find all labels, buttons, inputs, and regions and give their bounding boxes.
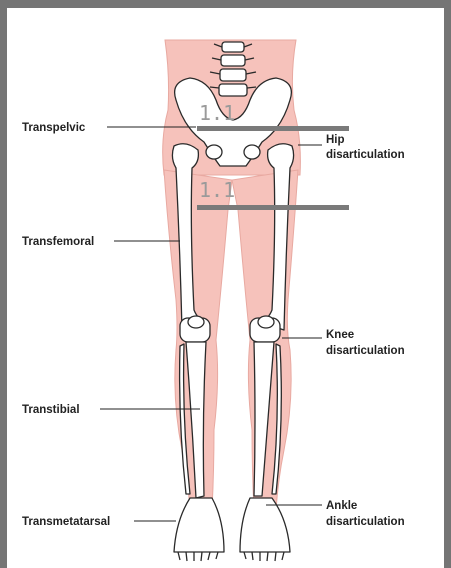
right-obturator xyxy=(244,145,260,159)
left-toes xyxy=(178,552,218,561)
right-foot xyxy=(240,498,290,552)
hip-label-line1: Hip xyxy=(326,134,345,146)
lower-marker-text: 1.1 xyxy=(199,178,235,202)
right-toes xyxy=(244,552,284,561)
upper-marker-bar xyxy=(197,126,349,131)
lower-marker-bar xyxy=(197,205,349,210)
knee-label-line2: disarticulation xyxy=(326,345,405,357)
left-patella xyxy=(188,316,204,328)
right-patella xyxy=(258,316,274,328)
left-foot xyxy=(174,498,224,552)
ankle-label-line1: Ankle xyxy=(326,500,357,512)
knee-label-line1: Knee xyxy=(326,329,354,341)
hip-label-line2: disarticulation xyxy=(326,149,405,161)
ankle-label-line2: disarticulation xyxy=(326,516,405,528)
left-obturator xyxy=(206,145,222,159)
transmetatarsal-label: Transmetatarsal xyxy=(22,516,110,528)
transtibial-label: Transtibial xyxy=(22,404,80,416)
transfemoral-label: Transfemoral xyxy=(22,236,94,248)
upper-marker-text: 1.1 xyxy=(199,101,235,125)
transpelvic-label: Transpelvic xyxy=(22,122,86,134)
